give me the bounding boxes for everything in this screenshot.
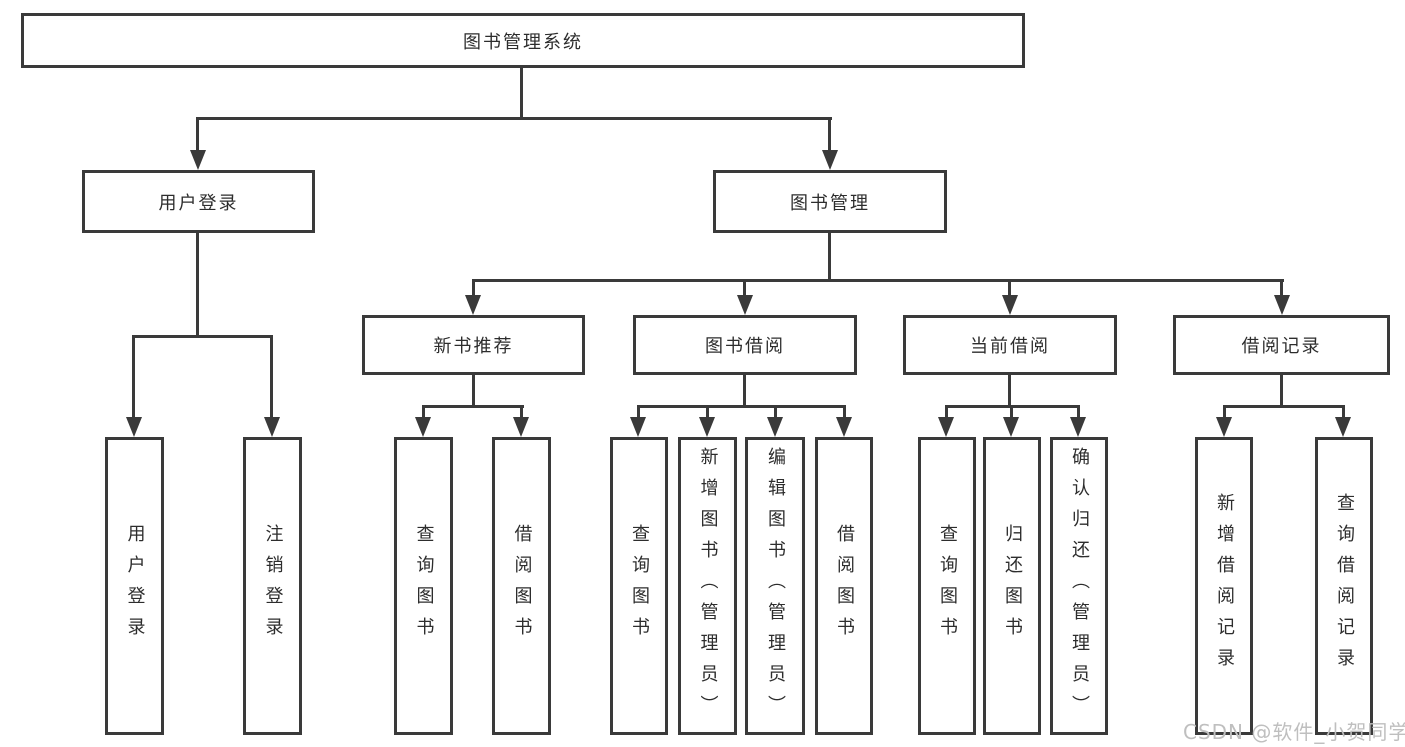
leaf-return-books: 归还图书	[983, 437, 1041, 735]
arrowhead-down-icon	[767, 417, 783, 437]
connector-line	[774, 405, 777, 419]
node-new-book-recommend: 新书推荐	[362, 315, 585, 375]
node-label: 借阅图书	[834, 524, 855, 648]
leaf-query-books-recommend: 查询图书	[394, 437, 453, 735]
connector-line	[637, 405, 640, 419]
connector-line	[1008, 279, 1011, 297]
arrowhead-down-icon	[415, 417, 431, 437]
node-book-management: 图书管理	[713, 170, 947, 233]
node-label: 图书借阅	[705, 336, 785, 357]
leaf-confirm-return-admin: 确认归还（管理员）	[1050, 437, 1108, 735]
node-label: 当前借阅	[970, 336, 1050, 357]
arrowhead-down-icon	[126, 417, 142, 437]
connector-line	[422, 405, 425, 419]
leaf-add-book-admin: 新增图书（管理员）	[678, 437, 737, 735]
leaf-borrow-books: 借阅图书	[815, 437, 873, 735]
connector-line	[520, 66, 523, 118]
connector-line	[706, 405, 709, 419]
node-label: 借阅记录	[1241, 336, 1322, 357]
connector-line	[637, 405, 846, 408]
node-label: 用户登录	[158, 192, 239, 214]
connector-line	[132, 335, 135, 419]
arrowhead-down-icon	[1274, 295, 1290, 315]
leaf-logout: 注销登录	[243, 437, 302, 735]
connector-line	[422, 405, 524, 408]
connector-line	[828, 232, 831, 282]
connector-line	[472, 375, 475, 407]
node-root: 图书管理系统	[21, 13, 1025, 68]
node-book-borrowing: 图书借阅	[633, 315, 857, 375]
node-label: 用户登录	[124, 524, 146, 648]
arrowhead-down-icon	[836, 417, 852, 437]
arrowhead-down-icon	[938, 417, 954, 437]
connector-line	[270, 335, 273, 419]
leaf-add-borrow-record: 新增借阅记录	[1195, 437, 1253, 735]
node-label: 图书管理系统	[463, 31, 583, 53]
node-label: 新书推荐	[433, 336, 514, 357]
node-label: 查询借阅记录	[1334, 493, 1355, 679]
leaf-query-books-borrow: 查询图书	[610, 437, 668, 735]
connector-line	[472, 279, 1284, 282]
watermark: CSDN @软件_小贺同学	[1183, 720, 1405, 744]
node-user-login: 用户登录	[82, 170, 315, 233]
node-label: 新增图书（管理员）	[697, 446, 719, 726]
leaf-query-borrow-record: 查询借阅记录	[1315, 437, 1373, 735]
connector-line	[743, 375, 746, 407]
connector-line	[743, 279, 746, 297]
connector-line	[945, 405, 948, 419]
connector-line	[1010, 405, 1013, 419]
connector-line	[472, 279, 475, 297]
leaf-user-login: 用户登录	[105, 437, 164, 735]
connector-line	[196, 117, 199, 152]
connector-line	[1077, 405, 1080, 419]
arrowhead-down-icon	[264, 417, 280, 437]
arrowhead-down-icon	[822, 150, 838, 170]
node-label: 归还图书	[1002, 524, 1023, 648]
arrowhead-down-icon	[1070, 417, 1086, 437]
node-label: 查询图书	[629, 524, 650, 648]
arrowhead-down-icon	[465, 295, 481, 315]
node-label: 查询图书	[937, 524, 958, 648]
node-label: 图书管理	[790, 192, 870, 214]
connector-line	[1223, 405, 1345, 408]
arrowhead-down-icon	[1003, 417, 1019, 437]
connector-line	[196, 117, 832, 120]
connector-line	[1280, 279, 1283, 297]
arrowhead-down-icon	[699, 417, 715, 437]
node-label: 注销登录	[262, 524, 284, 648]
connector-line	[843, 405, 846, 419]
leaf-borrow-books-recommend: 借阅图书	[492, 437, 551, 735]
leaf-query-books-current: 查询图书	[918, 437, 976, 735]
node-label: 编辑图书（管理员）	[765, 446, 786, 726]
connector-line	[1342, 405, 1345, 419]
arrowhead-down-icon	[737, 295, 753, 315]
leaf-edit-book-admin: 编辑图书（管理员）	[745, 437, 805, 735]
node-label: 借阅图书	[511, 524, 533, 648]
connector-line	[132, 335, 273, 338]
node-borrowing-records: 借阅记录	[1173, 315, 1390, 375]
connector-line	[196, 232, 199, 338]
arrowhead-down-icon	[1335, 417, 1351, 437]
connector-line	[1223, 405, 1226, 419]
arrowhead-down-icon	[1002, 295, 1018, 315]
node-label: 新增借阅记录	[1214, 493, 1235, 679]
connector-line	[1008, 375, 1011, 407]
node-label: 确认归还（管理员）	[1069, 446, 1090, 726]
arrowhead-down-icon	[190, 150, 206, 170]
node-current-borrowing: 当前借阅	[903, 315, 1117, 375]
connector-line	[520, 405, 523, 419]
connector-line	[1280, 375, 1283, 407]
arrowhead-down-icon	[513, 417, 529, 437]
node-label: 查询图书	[413, 524, 435, 648]
connector-line	[828, 117, 831, 152]
arrowhead-down-icon	[630, 417, 646, 437]
arrowhead-down-icon	[1216, 417, 1232, 437]
